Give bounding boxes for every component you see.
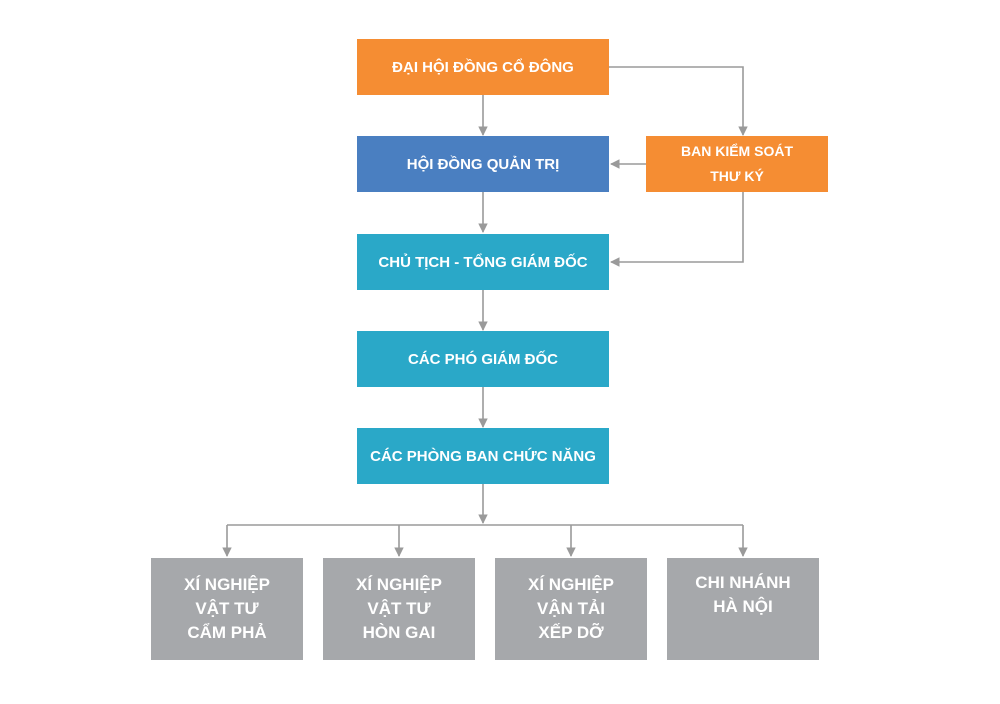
ceo-label: CHỦ TỊCH - TỔNG GIÁM ĐỐC	[378, 253, 588, 271]
unit-box: XÍ NGHIỆP VẬT TƯ CẨM PHẢ	[151, 558, 303, 660]
unit-label-line: VẬN TẢI	[537, 599, 605, 618]
unit-label-line: HÀ NỘI	[713, 597, 773, 616]
unit-label-line: HÒN GAI	[362, 623, 436, 642]
unit-box: XÍ NGHIỆP VẬT TƯ HÒN GAI	[323, 558, 475, 660]
departments-label: CÁC PHÒNG BAN CHỨC NĂNG	[370, 447, 596, 465]
deputies-label: CÁC PHÓ GIÁM ĐỐC	[408, 350, 558, 368]
ceo-box: CHỦ TỊCH - TỔNG GIÁM ĐỐC	[357, 234, 609, 290]
board-box: HỘI ĐỒNG QUẢN TRỊ	[357, 136, 609, 192]
unit-label-line: XẾP DỠ	[538, 623, 604, 642]
arrow-shareholders-to-supervisory	[609, 66, 748, 136]
shareholders-box: ĐẠI HỘI ĐỒNG CỔ ĐÔNG	[357, 39, 609, 95]
board-label: HỘI ĐỒNG QUẢN TRỊ	[406, 155, 560, 173]
unit-box: XÍ NGHIỆP VẬN TẢI XẾP DỠ	[495, 558, 647, 660]
departments-box: CÁC PHÒNG BAN CHỨC NĂNG	[357, 428, 609, 484]
deputies-box: CÁC PHÓ GIÁM ĐỐC	[357, 331, 609, 387]
unit-label-line: XÍ NGHIỆP	[356, 575, 442, 594]
secretary-label: THƯ KÝ	[710, 168, 764, 184]
supervisory-box: BAN KIỂM SOÁT THƯ KÝ	[646, 136, 828, 192]
unit-label-line: VẬT TƯ	[195, 599, 259, 618]
unit-box: CHI NHÁNH HÀ NỘI	[667, 558, 819, 660]
shareholders-label: ĐẠI HỘI ĐỒNG CỔ ĐÔNG	[392, 58, 574, 76]
unit-label-line: CHI NHÁNH	[695, 573, 791, 592]
unit-label-line: XÍ NGHIỆP	[184, 575, 270, 594]
unit-label-line: VẬT TƯ	[367, 599, 431, 618]
supervisory-label: BAN KIỂM SOÁT	[681, 143, 793, 159]
arrow-supervisory-to-ceo	[610, 192, 744, 267]
unit-label-line: XÍ NGHIỆP	[528, 575, 614, 594]
unit-label-line: CẨM PHẢ	[187, 623, 267, 642]
